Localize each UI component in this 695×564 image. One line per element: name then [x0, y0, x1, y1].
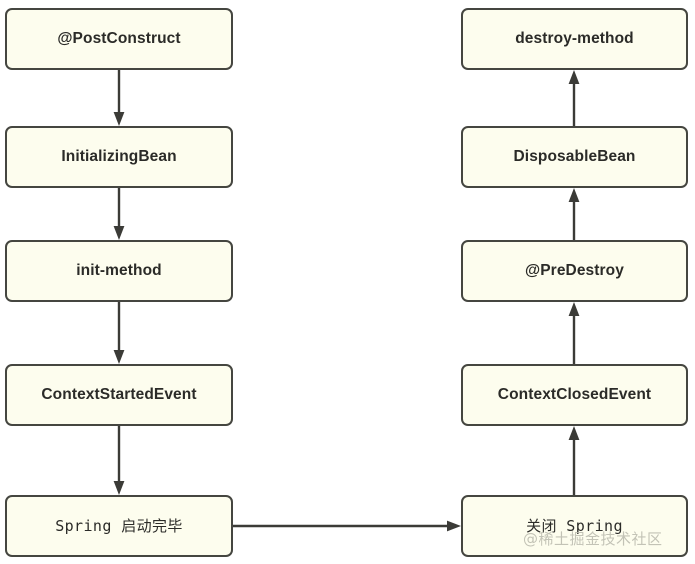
edge-spring-started-to-spring-shutdown: [233, 519, 461, 533]
edge-spring-shutdown-to-context-closed-event: [567, 426, 581, 495]
node-label: ContextClosedEvent: [497, 386, 652, 404]
node-label: Spring 启动完毕: [55, 516, 183, 535]
edge-context-closed-event-to-pre-destroy: [567, 302, 581, 364]
node-context-closed-event[interactable]: ContextClosedEvent: [461, 364, 688, 426]
node-context-started-event[interactable]: ContextStartedEvent: [5, 364, 233, 426]
node-disposable-bean[interactable]: DisposableBean: [461, 126, 688, 188]
node-destroy-method[interactable]: destroy-method: [461, 8, 688, 70]
node-label: ContextStartedEvent: [41, 386, 197, 404]
node-label: InitializingBean: [61, 148, 177, 166]
edge-disposable-bean-to-destroy-method: [567, 70, 581, 126]
node-label: @PreDestroy: [525, 262, 624, 280]
node-label: @PostConstruct: [57, 30, 181, 48]
node-post-construct[interactable]: @PostConstruct: [5, 8, 233, 70]
edge-initializing-bean-to-init-method: [112, 188, 126, 240]
edge-pre-destroy-to-disposable-bean: [567, 188, 581, 240]
node-spring-started[interactable]: Spring 启动完毕: [5, 495, 233, 557]
edge-post-construct-to-initializing-bean: [112, 70, 126, 126]
node-spring-shutdown[interactable]: 关闭 Spring: [461, 495, 688, 557]
node-label: init-method: [76, 262, 162, 280]
node-label: destroy-method: [515, 30, 634, 48]
node-pre-destroy[interactable]: @PreDestroy: [461, 240, 688, 302]
node-init-method[interactable]: init-method: [5, 240, 233, 302]
edge-context-started-event-to-spring-started: [112, 426, 126, 495]
edge-init-method-to-context-started-event: [112, 302, 126, 364]
node-initializing-bean[interactable]: InitializingBean: [5, 126, 233, 188]
node-label: DisposableBean: [513, 148, 636, 166]
node-label: 关闭 Spring: [526, 516, 623, 535]
